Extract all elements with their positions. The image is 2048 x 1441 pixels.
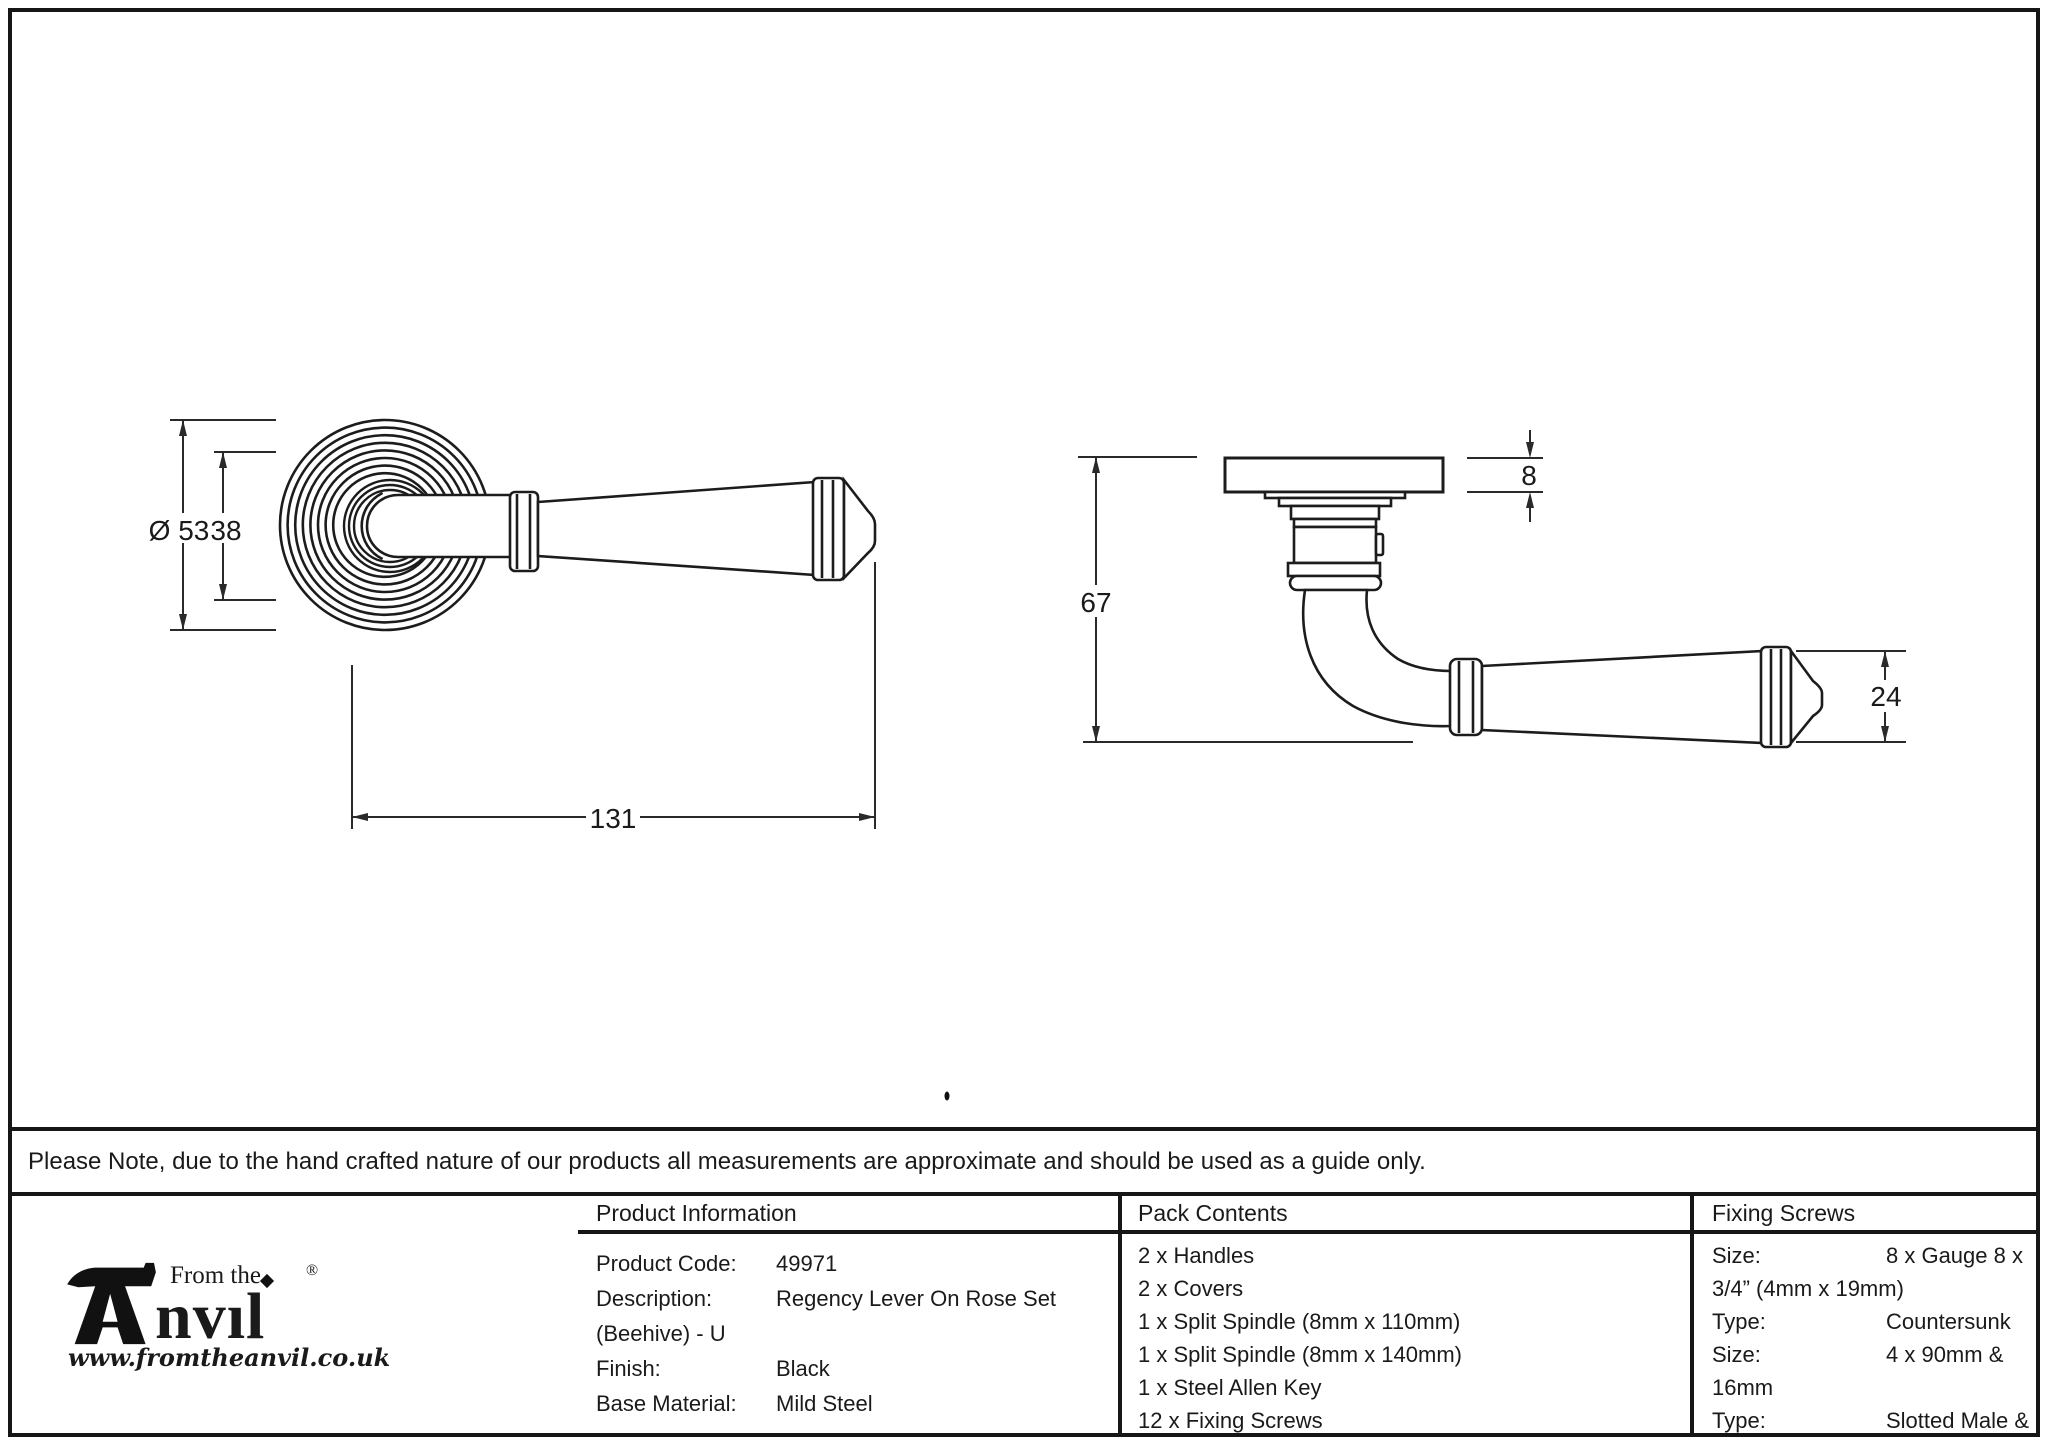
lever-tip-front bbox=[842, 476, 877, 582]
pack-item: 12 x Fixing Screws bbox=[1138, 1408, 1323, 1433]
technical-drawing: Ø 53 38 131 67 bbox=[149, 418, 1906, 1101]
logo-website: www.fromtheanvil.co.uk bbox=[68, 1343, 391, 1372]
front-view-dimensions: Ø 53 38 131 bbox=[149, 419, 876, 834]
fixing-screws-cell: Size:8 x Gauge 8 x 3/4” (4mm x 19mm) Typ… bbox=[1690, 1234, 2040, 1437]
logo-brand-text: nvıl bbox=[155, 1280, 266, 1353]
print-artifact-dot bbox=[944, 1091, 950, 1101]
side-view-dimensions: 67 8 24 bbox=[1077, 430, 1906, 743]
pack-contents-header: Pack Contents bbox=[1118, 1196, 1690, 1234]
fixing-screws-row: Size:8 x Gauge 8 x 3/4” (4mm x 19mm) bbox=[1712, 1243, 2023, 1301]
product-info-row: Description:Regency Lever On Rose Set (B… bbox=[596, 1286, 1057, 1346]
pack-item: 2 x Handles bbox=[1138, 1243, 1255, 1268]
lever-end-rings-side bbox=[1759, 645, 1793, 749]
product-info-row: Finish:Black bbox=[596, 1356, 830, 1381]
neck-upper bbox=[1289, 504, 1381, 521]
lever-arm-curve bbox=[1301, 588, 1454, 728]
dim-lever-end-width: 24 bbox=[1870, 681, 1901, 712]
anvil-logo-icon bbox=[67, 1262, 156, 1345]
dim-rose-diameter: Ø 53 bbox=[149, 515, 210, 546]
lever-tip-side bbox=[1789, 647, 1824, 747]
dim-lever-length: 131 bbox=[590, 803, 637, 834]
measurement-note-row: Please Note, due to the hand crafted nat… bbox=[8, 1127, 2040, 1196]
neck-cylinder bbox=[1292, 525, 1378, 565]
pack-item: 1 x Steel Allen Key bbox=[1138, 1375, 1322, 1400]
lever-collar-side bbox=[1448, 657, 1484, 737]
rose-plate-side bbox=[1223, 456, 1445, 494]
pack-item: 1 x Split Spindle (8mm x 140mm) bbox=[1138, 1342, 1462, 1367]
neck-collar-band bbox=[1288, 574, 1383, 592]
lever-neck-front bbox=[365, 493, 514, 559]
front-view-drawing bbox=[278, 418, 877, 632]
side-view-drawing bbox=[1223, 456, 1824, 749]
dim-rose-thickness: 8 bbox=[1521, 460, 1537, 491]
lever-end-rings-front bbox=[811, 476, 846, 582]
product-information-cell: Product Code:49971 Description:Regency L… bbox=[578, 1234, 1118, 1437]
registered-trademark-icon: ® bbox=[306, 1262, 319, 1279]
lever-neck-chamfer-arc bbox=[360, 491, 384, 561]
fixing-screws-header: Fixing Screws bbox=[1690, 1196, 2040, 1234]
pack-item: 2 x Covers bbox=[1138, 1276, 1244, 1301]
dim-rose-inner: 38 bbox=[210, 515, 241, 546]
grub-screw-nub bbox=[1374, 532, 1385, 557]
product-information-header: Product Information bbox=[578, 1196, 1118, 1234]
pack-contents-cell: 2 x Handles 2 x Covers 1 x Split Spindle… bbox=[1118, 1234, 1690, 1437]
lever-grip-side bbox=[1480, 649, 1765, 745]
fixing-screws-row: Size:4 x 90mm & 16mm bbox=[1712, 1342, 2004, 1400]
spec-table: Product Information Pack Contents Fixing… bbox=[8, 1196, 2040, 1437]
dim-projection-height: 67 bbox=[1080, 587, 1111, 618]
product-info-row: Base Material:Mild Steel bbox=[596, 1391, 873, 1416]
lever-grip-front bbox=[536, 480, 817, 577]
dimension-arrowheads-side bbox=[1092, 442, 1889, 742]
dimension-arrowheads bbox=[179, 420, 875, 821]
measurement-note-text: Please Note, due to the hand crafted nat… bbox=[28, 1147, 1426, 1175]
brand-logo-cell: From the nvıl ® www.fromtheanvil.co.uk bbox=[8, 1196, 578, 1437]
product-info-row: Product Code:49971 bbox=[596, 1251, 838, 1276]
logo-tagline: From the bbox=[170, 1262, 261, 1289]
fixing-screws-row: Type:Countersunk bbox=[1712, 1309, 2011, 1334]
neck-flange bbox=[1286, 561, 1382, 578]
fixing-screws-row: Type:Slotted Male & Female Bolt bbox=[1712, 1408, 2030, 1433]
lever-collar-front bbox=[508, 490, 540, 573]
pack-item: 1 x Split Spindle (8mm x 110mm) bbox=[1138, 1309, 1461, 1334]
